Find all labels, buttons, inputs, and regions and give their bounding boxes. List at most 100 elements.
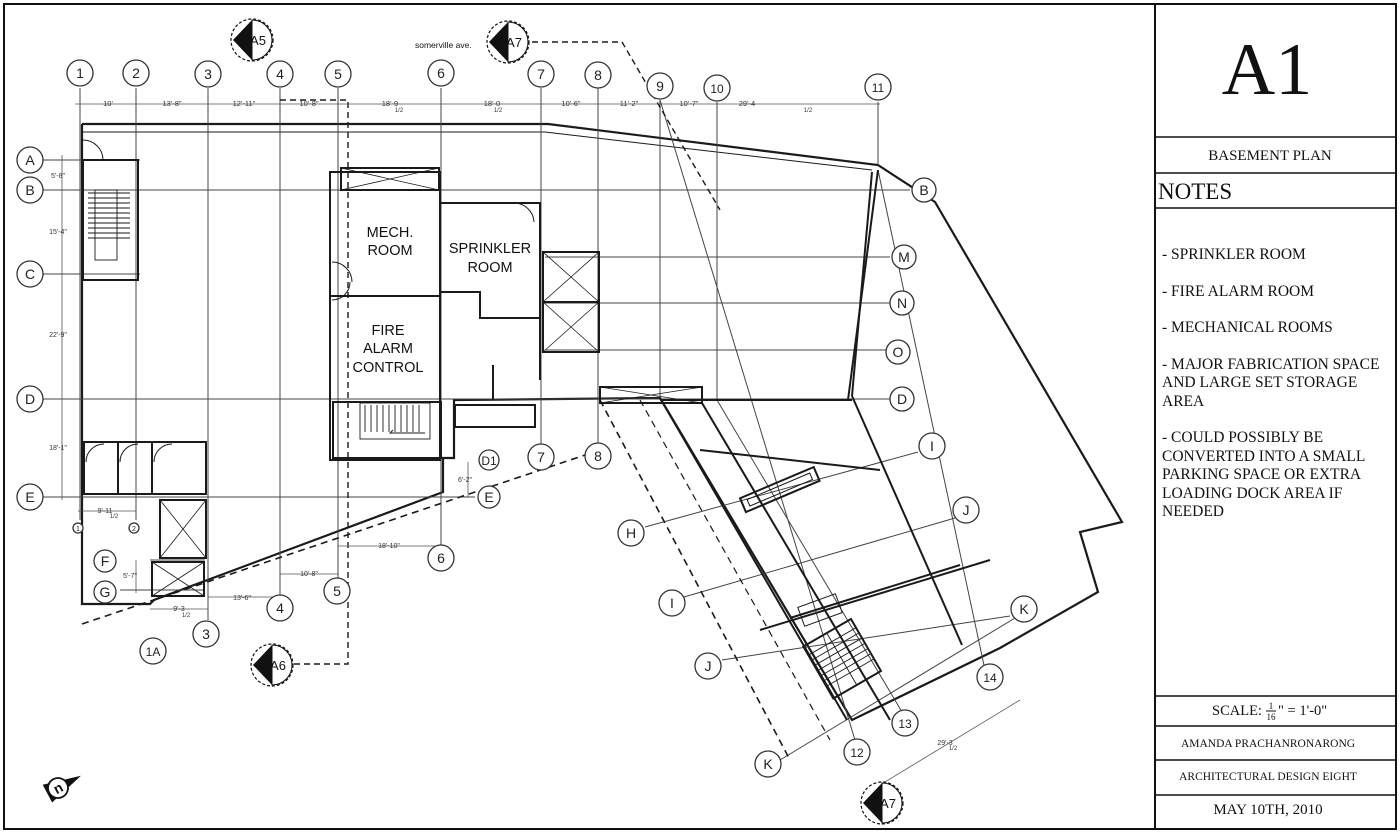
note-item: - COULD POSSIBLY BE CONVERTED INTO A SMA… <box>1162 429 1365 520</box>
dimension-label: 15'-4" <box>49 229 67 236</box>
grid-bubble: E <box>16 483 44 511</box>
grid-bubble: K <box>1010 595 1038 623</box>
grid-bubble-label: K <box>763 756 773 772</box>
scale-label: SCALE: 1 16 " = 1'-0" <box>1212 701 1327 722</box>
dimension-label: 18'-0 <box>484 99 500 108</box>
grid-bubble: 10 <box>703 74 731 102</box>
dimension-label: 29'-3 <box>937 740 952 747</box>
section-marker-icon: A7 <box>860 781 904 825</box>
section-marker-label: A6 <box>270 658 286 673</box>
dimension-label: 10'-6" <box>561 99 580 108</box>
dimension-label: 1/2 <box>804 108 813 114</box>
course-name: ARCHITECTURAL DESIGN EIGHT <box>1179 771 1357 783</box>
grid-bubble-label: 5 <box>334 66 342 82</box>
grid-bubble-label: C <box>25 266 35 282</box>
dimension-label: 11'-2" <box>620 99 639 108</box>
grid-bubble: N <box>889 290 915 316</box>
section-marker-label: A5 <box>250 33 266 48</box>
dimension-label: 18'-9 <box>382 99 398 108</box>
author-name: AMANDA PRACHANRONARONG <box>1181 738 1355 750</box>
room-labels: MECH. ROOM SPRINKLER ROOM FIRE ALARM CON… <box>353 225 532 376</box>
note-item: - MAJOR FABRICATION SPACE AND LARGE SET … <box>1162 355 1380 410</box>
grid-bubble-label: 8 <box>594 67 602 83</box>
grid-bubble-label: A <box>25 152 35 168</box>
dimension-label: 1/2 <box>395 108 404 114</box>
grid-bubble: O <box>885 339 911 365</box>
grid-bubble: 1 <box>66 59 94 87</box>
room-fire-line2: ALARM <box>363 341 413 357</box>
dimension-label: 13'-6" <box>233 595 251 602</box>
grid-bubble-label: 5 <box>333 583 341 599</box>
grid-bubble-label: 14 <box>983 671 997 685</box>
section-marker-icon: A5 <box>230 18 274 62</box>
grid-bubble: 2 <box>122 59 150 87</box>
room-fire-line1: FIRE <box>371 323 404 339</box>
grid-bubble: 9 <box>646 72 674 100</box>
grid-bubble-label: D1 <box>481 454 497 468</box>
grid-bubble: A <box>16 146 44 174</box>
grid-bubble: I <box>658 589 686 617</box>
wing-structure <box>81 41 991 761</box>
grid-bubble: 12 <box>843 738 871 766</box>
scale-prefix: SCALE: <box>1212 703 1262 719</box>
dimension-label: 1/2 <box>110 514 119 520</box>
scale-denominator: 16 <box>1267 712 1277 722</box>
grid-bubble: C <box>16 260 44 288</box>
grid-bubble: 6 <box>427 544 455 572</box>
grid-bubble-label: J <box>963 502 970 518</box>
grid-bubble-label: 8 <box>594 448 602 464</box>
floor-plan <box>42 41 1124 786</box>
grid-bubble-label: 6 <box>437 550 445 566</box>
grid-bubble-label: B <box>919 182 928 198</box>
grid-bubble-label: 13 <box>898 717 912 731</box>
grid-bubble-label: 10 <box>710 82 724 96</box>
dimension-label: 29'-4 <box>739 99 755 108</box>
dimension-label: 18'-10" <box>378 543 400 550</box>
dimension-label: 5'-8" <box>51 173 65 180</box>
room-fire-line3: CONTROL <box>353 360 424 376</box>
street-label: somerville ave. <box>415 40 472 50</box>
grid-bubble: 7 <box>527 443 555 471</box>
grid-bubble-label: D <box>25 391 35 407</box>
grid-bubble-label: M <box>898 249 910 265</box>
grid-bubble-label: 4 <box>276 600 284 616</box>
section-marker-icon: A6 <box>250 643 294 687</box>
dimension-label: 13'-8" <box>162 99 181 108</box>
dimension-label: 10'-8" <box>299 99 318 108</box>
room-sprinkler-line1: SPRINKLER <box>449 241 531 257</box>
grid-bubble: 5 <box>323 577 351 605</box>
interior-walls <box>82 139 703 597</box>
grid-bubble: D <box>889 386 915 412</box>
section-marker-icon: A7 <box>486 20 530 64</box>
grid-bubble: F <box>93 549 117 573</box>
notes-list: - SPRINKLER ROOM - FIRE ALARM ROOM - MEC… <box>1162 246 1392 540</box>
section-marker-label: A7 <box>506 35 522 50</box>
grid-bubble-label: F <box>101 553 110 569</box>
grid-bubble: 2 <box>128 522 140 534</box>
grid-bubble: 1 <box>72 522 84 534</box>
dimension-label: 1/2 <box>494 108 503 114</box>
dimension-label: 18'-1" <box>49 445 67 452</box>
grid-bubble-label: 1A <box>146 645 161 659</box>
grid-bubble-label: 3 <box>202 626 210 642</box>
grid-bubble-label: 7 <box>537 449 545 465</box>
grid-bubble-label: 4 <box>276 66 284 82</box>
grid-bubble-label: E <box>484 489 493 505</box>
note-item: - SPRINKLER ROOM <box>1162 246 1306 263</box>
dimension-label: 5'-7" <box>123 573 137 580</box>
dimension-label: 1/2 <box>949 746 958 752</box>
grid-bubble: G <box>93 580 117 604</box>
grid-bubble: 14 <box>976 663 1004 691</box>
grid-bubble-label: I <box>670 595 674 611</box>
north-arrow-icon: n <box>42 775 81 803</box>
sheet-number: A1 <box>1222 29 1312 111</box>
grid-bubble-label: 11 <box>872 81 885 95</box>
grid-bubble-label: I <box>930 438 934 454</box>
section-marker-label: A7 <box>880 796 896 811</box>
grid-bubble-label: E <box>25 489 34 505</box>
room-sprinkler-line2: ROOM <box>467 260 512 276</box>
grid-bubble: 1A <box>139 637 167 665</box>
